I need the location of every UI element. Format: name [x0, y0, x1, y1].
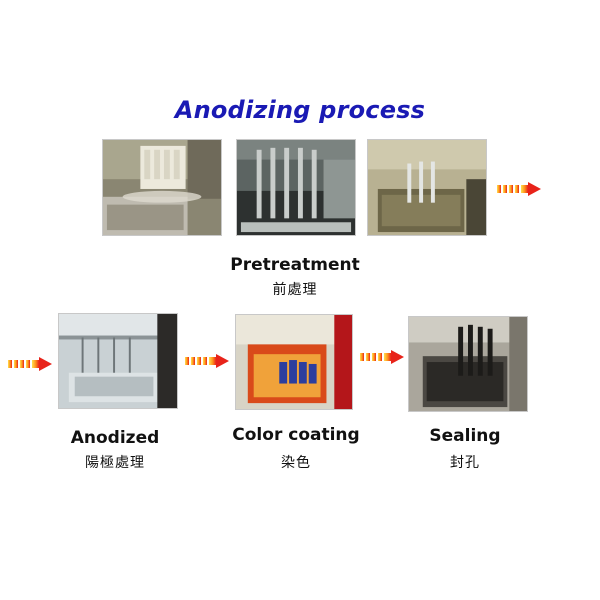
- sealing-photo: [408, 316, 528, 412]
- pretreatment-photo-1: [102, 139, 222, 236]
- pretreatment-photo-3: [367, 139, 487, 236]
- step-label-zh-pretreatment: 前處理: [272, 282, 318, 298]
- flow-arrow-1: [497, 182, 541, 196]
- flow-arrow-4: [360, 350, 404, 364]
- step-label-zh-sealing: 封孔: [450, 455, 480, 471]
- anodized-photo: [58, 313, 178, 409]
- step-label-sealing: Sealing: [429, 426, 501, 446]
- step-label-pretreatment: Pretreatment: [230, 255, 360, 275]
- step-label-anodized: Anodized: [70, 428, 160, 448]
- pretreatment-photo-2: [236, 139, 356, 236]
- flow-arrow-3: [185, 354, 229, 368]
- step-label-color-coating: Color coating: [232, 425, 360, 445]
- step-label-zh-anodized: 陽極處理: [85, 455, 145, 471]
- diagram-title: Anodizing process: [174, 96, 426, 124]
- step-label-zh-color-coating: 染色: [281, 455, 311, 471]
- color-coating-photo: [235, 314, 353, 410]
- flow-arrow-2: [8, 357, 52, 371]
